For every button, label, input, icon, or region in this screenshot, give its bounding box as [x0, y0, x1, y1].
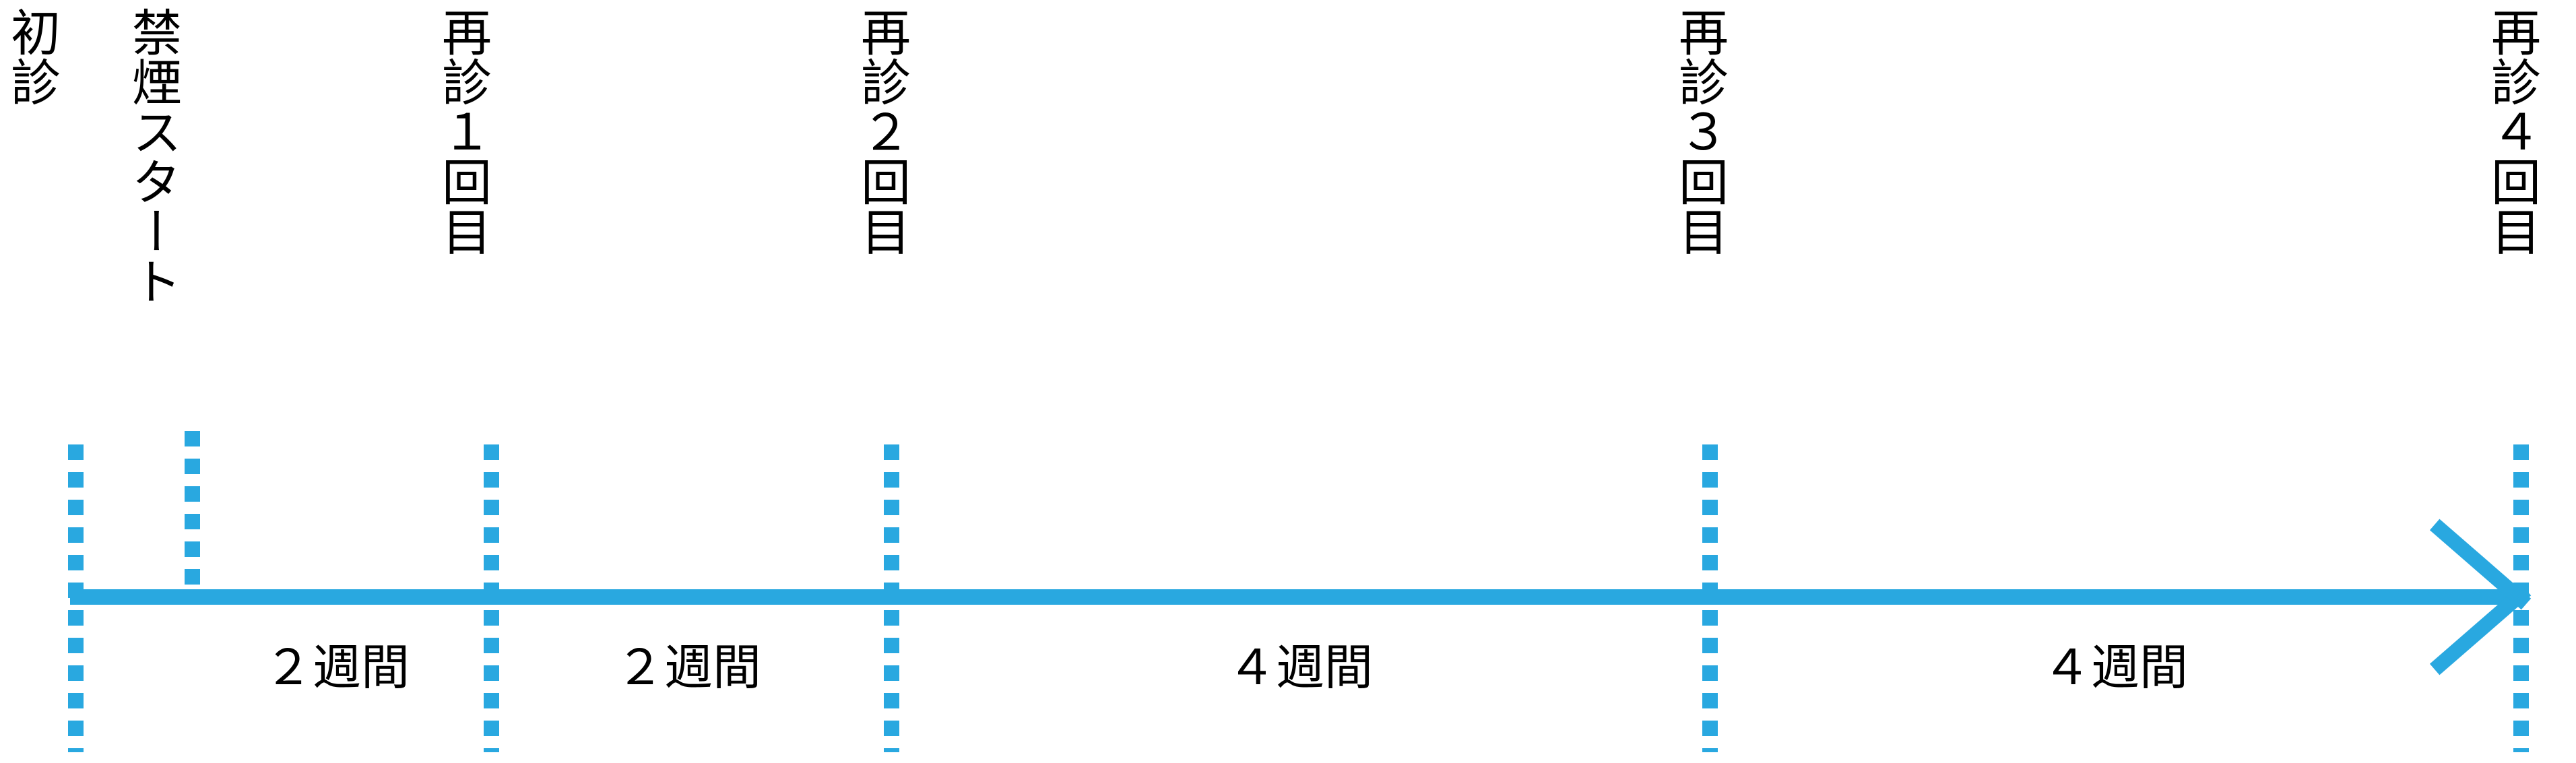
interval-label-1: ２週間	[263, 639, 410, 696]
interval-label-2: ２週間	[615, 639, 761, 696]
timeline-arrow-head	[2344, 512, 2532, 682]
event-label-followup-4: 再診４回目	[2482, 7, 2541, 256]
interval-label-4: ４週間	[2042, 639, 2188, 696]
timeline-axis-line	[70, 589, 2523, 605]
marker-line-quit-smoking-start	[185, 431, 200, 605]
interval-label-3: ４週間	[1227, 639, 1373, 696]
event-label-followup-1: 再診１回目	[433, 7, 492, 256]
event-label-quit-smoking-start: 禁煙スタート	[123, 7, 182, 306]
event-label-first-visit: 初診	[2, 7, 61, 106]
event-label-followup-2: 再診２回目	[852, 7, 911, 256]
arrow-barb-lower	[2429, 519, 2532, 610]
event-label-followup-3: 再診３回目	[1670, 7, 1729, 256]
